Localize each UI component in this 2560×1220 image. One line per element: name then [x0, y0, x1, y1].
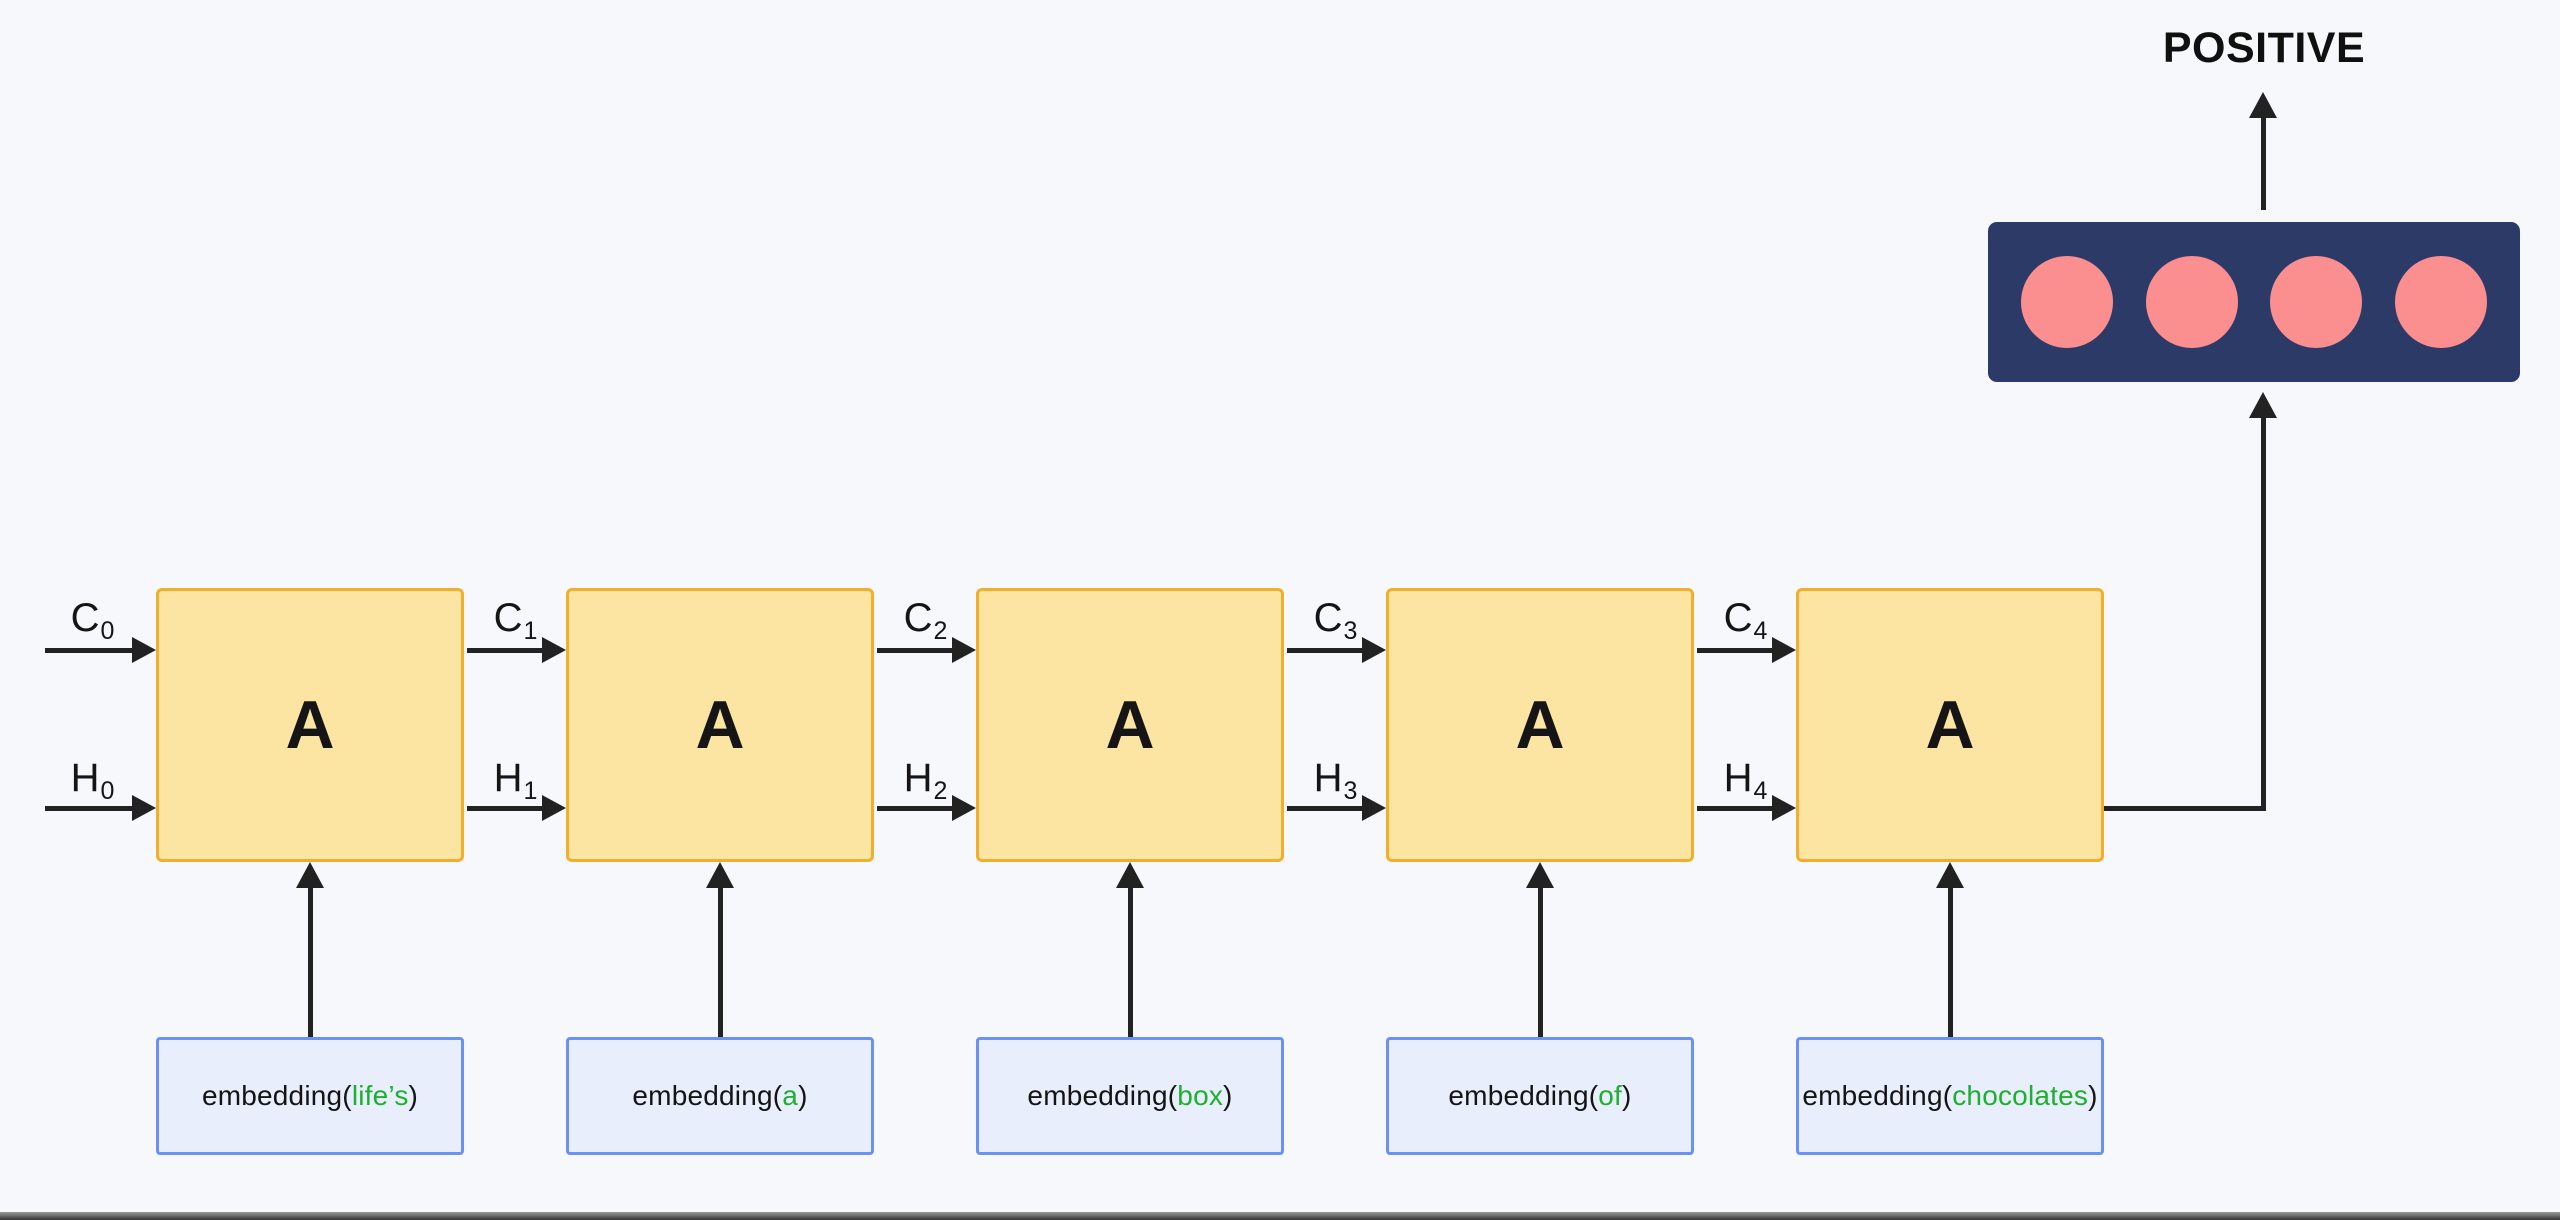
c-arrow-line-2 — [877, 648, 955, 653]
embedding-box-1: embedding(life’s) — [156, 1037, 464, 1155]
arrow-right-icon — [1772, 637, 1796, 663]
arrow-right-icon — [1772, 795, 1796, 821]
h-label-3: H3 — [1313, 756, 1358, 805]
c-label-0: C0 — [70, 596, 115, 645]
arrow-right-icon — [132, 637, 156, 663]
cell-label: A — [695, 687, 745, 763]
arrow-right-icon — [542, 637, 566, 663]
embedding-box-4: embedding(of) — [1386, 1037, 1694, 1155]
neuron — [2395, 256, 2488, 348]
embedding-text: embedding(of) — [1448, 1080, 1632, 1111]
cell-label: A — [1925, 687, 1975, 763]
h-arrow-line-3 — [1287, 806, 1365, 811]
arrow-right-icon — [952, 795, 976, 821]
h-arrow-line-0 — [45, 806, 135, 811]
input-arrow-line-3 — [1128, 882, 1133, 1037]
h-arrow-line-1 — [467, 806, 545, 811]
cell-label: A — [285, 687, 335, 763]
lstm-cell-5: A — [1796, 588, 2104, 862]
neuron — [2270, 256, 2363, 348]
h-arrow-line-2 — [877, 806, 955, 811]
h-arrow-line-4 — [1697, 806, 1775, 811]
prediction-arrow-line — [2261, 114, 2266, 210]
h-label-1: H1 — [493, 756, 538, 805]
c-arrow-line-4 — [1697, 648, 1775, 653]
h-label-0: H0 — [70, 756, 115, 805]
prediction-label: POSITIVE — [2162, 24, 2366, 72]
arrow-up-icon — [706, 862, 734, 888]
input-arrow-line-2 — [718, 882, 723, 1037]
h-label-4: H4 — [1723, 756, 1768, 805]
lstm-cell-4: A — [1386, 588, 1694, 862]
neuron — [2145, 256, 2238, 348]
arrow-up-icon — [296, 862, 324, 888]
arrow-up-icon — [2249, 392, 2277, 418]
lstm-cell-2: A — [566, 588, 874, 862]
embedding-word: box — [1177, 1080, 1224, 1111]
c-label-3: C3 — [1313, 596, 1358, 645]
embedding-box-3: embedding(box) — [976, 1037, 1284, 1155]
embedding-text: embedding(a) — [632, 1080, 808, 1111]
embedding-text: embedding(chocolates) — [1802, 1080, 2098, 1111]
arrow-up-icon — [1936, 862, 1964, 888]
embedding-word: chocolates — [1952, 1080, 2089, 1111]
arrow-up-icon — [1526, 862, 1554, 888]
c-arrow-line-3 — [1287, 648, 1365, 653]
c-label-1: C1 — [493, 596, 538, 645]
embedding-word: life’s — [351, 1080, 409, 1111]
arrow-right-icon — [132, 795, 156, 821]
arrow-right-icon — [1362, 637, 1386, 663]
embedding-box-5: embedding(chocolates) — [1796, 1037, 2104, 1155]
cell-label: A — [1515, 687, 1565, 763]
cell-label: A — [1105, 687, 1155, 763]
neuron — [2020, 256, 2113, 348]
arrow-up-icon — [1116, 862, 1144, 888]
arrow-up-icon — [2249, 92, 2277, 118]
bottom-border — [0, 1212, 2560, 1220]
lstm-cell-3: A — [976, 588, 1284, 862]
c-label-2: C2 — [903, 596, 948, 645]
embedding-text: embedding(life’s) — [201, 1080, 419, 1111]
embedding-word: a — [782, 1080, 799, 1111]
embedding-box-2: embedding(a) — [566, 1037, 874, 1155]
arrow-right-icon — [542, 795, 566, 821]
output-connector-vertical — [2261, 414, 2266, 811]
c-arrow-line-1 — [467, 648, 545, 653]
output-connector-horizontal — [2104, 806, 2266, 811]
dense-output-layer — [1988, 222, 2520, 382]
h-label-2: H2 — [903, 756, 948, 805]
lstm-cell-1: A — [156, 588, 464, 862]
input-arrow-line-1 — [308, 882, 313, 1037]
arrow-right-icon — [952, 637, 976, 663]
input-arrow-line-5 — [1948, 882, 1953, 1037]
input-arrow-line-4 — [1538, 882, 1543, 1037]
embedding-word: of — [1598, 1080, 1623, 1111]
c-label-4: C4 — [1723, 596, 1768, 645]
c-arrow-line-0 — [45, 648, 135, 653]
embedding-text: embedding(box) — [1027, 1080, 1233, 1111]
arrow-right-icon — [1362, 795, 1386, 821]
